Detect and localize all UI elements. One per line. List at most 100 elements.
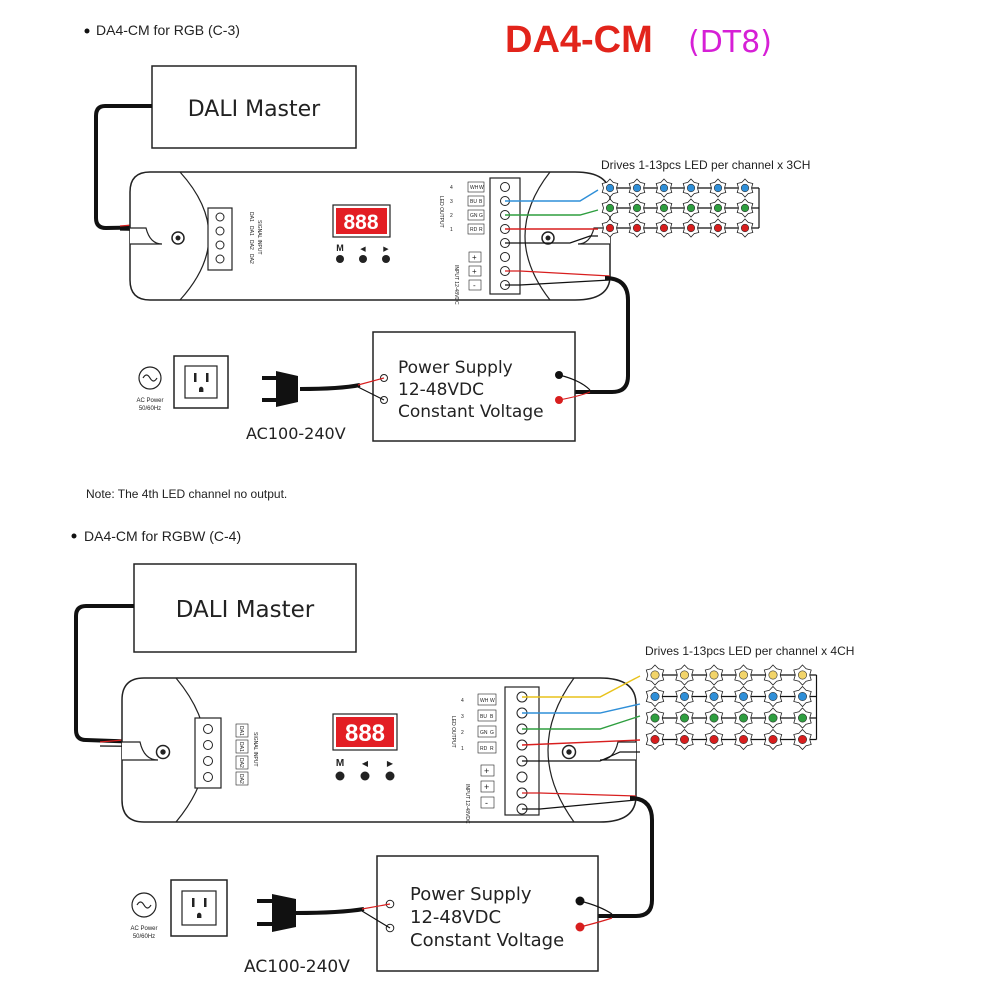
input-wire-positive [505, 270, 611, 277]
output-terminal-block [489, 177, 521, 295]
bullet-icon [71, 533, 77, 539]
led-chip [679, 713, 689, 723]
svg-text:R: R [479, 227, 483, 233]
led-chip [605, 203, 615, 213]
led-chip [659, 223, 669, 233]
ac-frequency-label: 50/60Hz [139, 406, 161, 412]
power-supply-line-1: Power Supply [410, 884, 532, 905]
power-cable [598, 796, 654, 918]
button-m-label: M [336, 243, 344, 253]
svg-text:-: - [473, 281, 476, 290]
drives-label: Drives 1-13pcs LED per channel x 4CH [645, 644, 854, 658]
display-screen [336, 717, 394, 747]
power-supply-box [376, 855, 599, 972]
wire-common [505, 235, 598, 244]
ac-voltage-label: AC100-240V [246, 424, 346, 443]
output-screws [500, 182, 510, 290]
power-cable [575, 276, 630, 394]
ac-power-label: AC Power [130, 926, 157, 932]
ac-voltage-label: AC100-240V [244, 957, 350, 977]
led-chip [650, 691, 660, 701]
dali-master-box [133, 563, 357, 653]
led-chip [709, 734, 719, 744]
dali-cable [74, 604, 197, 746]
svg-text:RD: RD [470, 227, 478, 233]
svg-text:G: G [490, 730, 494, 736]
mount-tab-left [130, 227, 163, 245]
power-supply-line-3: Constant Voltage [410, 930, 564, 951]
led-chip [650, 670, 660, 680]
led-chip [797, 670, 807, 680]
diagram-rgbw: DA4-CM for RGBW (C-4) DALI Master DA1 D [71, 528, 854, 977]
svg-text:4: 4 [461, 698, 464, 704]
svg-text:1: 1 [450, 227, 453, 233]
led-chip [679, 670, 689, 680]
dali-master-label: DALI Master [176, 597, 315, 623]
control-buttons: M ◀ ▶ [336, 243, 390, 263]
led-chip [797, 691, 807, 701]
svg-text:+: + [484, 782, 489, 792]
led-chip [713, 183, 723, 193]
button-left[interactable] [360, 771, 370, 781]
led-chip [605, 223, 615, 233]
led-chip [738, 670, 748, 680]
power-supply-line-2: 12-48VDC [410, 907, 501, 928]
svg-text:DA2: DA2 [238, 774, 244, 784]
signal-terminal-labels: DA1 DA1 DA2 DA2 [235, 723, 249, 786]
svg-text:-: - [485, 798, 488, 808]
display-digits: 888 [345, 720, 385, 747]
svg-text:DA2: DA2 [238, 758, 244, 768]
bullet-icon [84, 28, 90, 34]
svg-text:DA2: DA2 [248, 240, 254, 250]
svg-text:BU: BU [480, 714, 487, 720]
svg-text:WH: WH [470, 185, 479, 191]
display-digits: 888 [343, 211, 378, 234]
svg-text:WH: WH [480, 698, 489, 704]
svg-text:DA1: DA1 [248, 212, 254, 222]
led-chip [686, 183, 696, 193]
led-chip [709, 670, 719, 680]
svg-text:B: B [479, 199, 483, 205]
svg-text:GN: GN [470, 213, 478, 219]
plug-icon [272, 894, 296, 932]
led-chip [605, 183, 615, 193]
diagram-rgb: DA4-CM for RGB (C-3) DALI Master DA1 DA1 [84, 22, 810, 443]
diagram-heading: DA4-CM for RGBW (C-4) [84, 528, 241, 544]
wire-green [522, 715, 641, 730]
led-chip [797, 734, 807, 744]
svg-text:W: W [490, 698, 495, 704]
button-m[interactable] [336, 255, 344, 263]
svg-text:2: 2 [450, 213, 453, 219]
dali-master-box [151, 65, 357, 149]
input-voltage-label: INPUT 12-48VDC [464, 784, 470, 824]
wire-blue [505, 189, 599, 202]
led-array [601, 178, 760, 238]
button-right[interactable] [382, 255, 390, 263]
led-chip [679, 734, 689, 744]
led-array [645, 664, 818, 751]
dali-master-label: DALI Master [188, 97, 321, 122]
led-output-label: LED OUTPUT [438, 196, 444, 228]
button-m[interactable] [335, 771, 345, 781]
title-main: DA4-CM [505, 19, 653, 61]
ac-frequency-label: 50/60Hz [133, 934, 155, 940]
led-output-label: LED OUTPUT [450, 716, 456, 748]
channel-labels: 4 3 2 1 WH BU GN RD W B G R + + - [461, 693, 497, 809]
led-chip [686, 223, 696, 233]
controller-curve-right [524, 171, 551, 301]
ac-cord [295, 907, 365, 915]
led-chip [768, 691, 778, 701]
input-voltage-label: INPUT 12-48VDC [453, 265, 459, 305]
led-chip [740, 203, 750, 213]
svg-text:G: G [479, 213, 483, 219]
led-chip [713, 223, 723, 233]
led-chip [738, 734, 748, 744]
led-chip [768, 713, 778, 723]
led-chip [632, 203, 642, 213]
button-left[interactable] [359, 255, 367, 263]
svg-text:DA1: DA1 [238, 742, 244, 752]
signal-input-label: SIGNAL INPUT [256, 220, 262, 255]
button-right[interactable] [385, 771, 395, 781]
svg-text:3: 3 [461, 714, 464, 720]
